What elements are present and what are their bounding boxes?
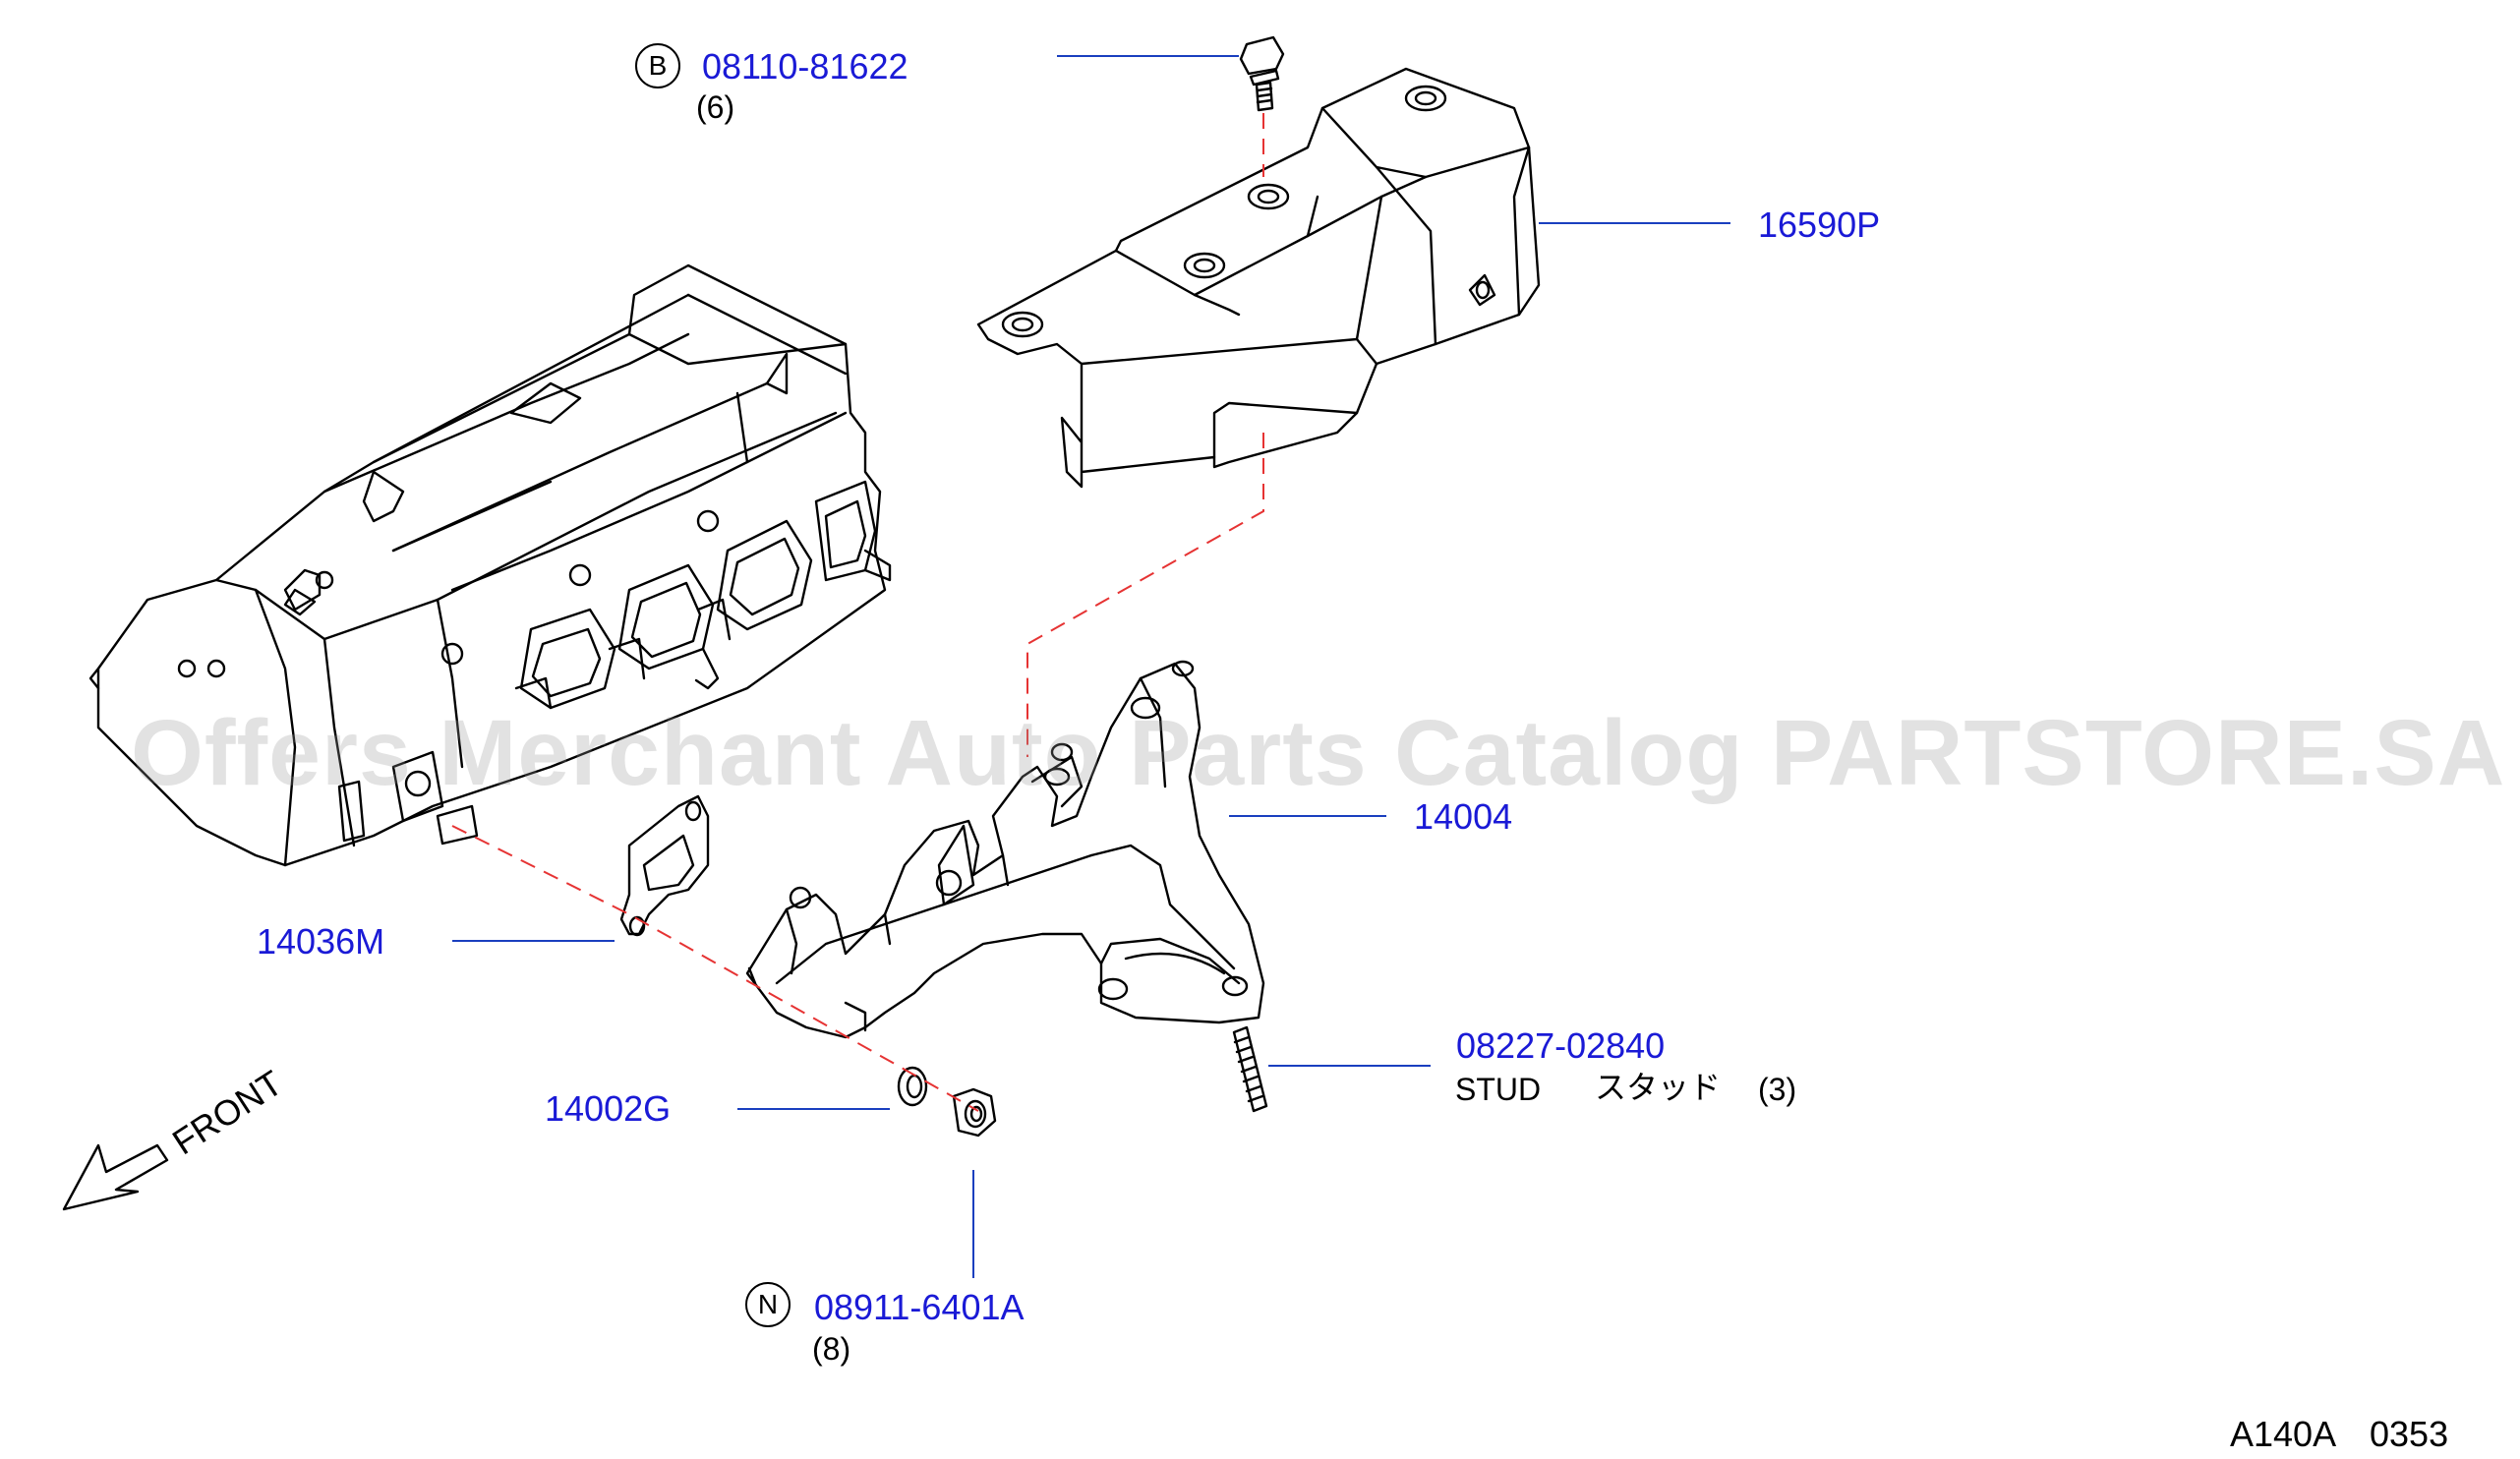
bolt-qty: (6)	[696, 89, 735, 125]
front-arrow-icon	[62, 1143, 169, 1211]
watermark-text: Offers Merchant Auto Parts Catalog PARTS…	[131, 701, 2506, 805]
assembly-dash-lines	[451, 113, 1264, 1112]
heat-insulator-part-link[interactable]: 16590P	[1758, 204, 1881, 245]
bolt-drawing	[1239, 35, 1285, 112]
cylinder-head-drawing	[88, 263, 892, 867]
stud-part-link[interactable]: 08227-02840	[1456, 1025, 1666, 1066]
stud-name-jp: スタッド	[1595, 1069, 1722, 1106]
nut-qty: (8)	[812, 1331, 851, 1367]
nut-drawing	[952, 1087, 997, 1138]
gasket-part-link[interactable]: 14036M	[257, 921, 385, 962]
nut-part-link[interactable]: 08911-6401A	[814, 1287, 1025, 1327]
stud-drawing	[1232, 1025, 1268, 1113]
diagram-ref-code: A140A	[2230, 1414, 2337, 1454]
leader-lines	[452, 55, 1730, 1278]
bolt-part-link[interactable]: 08110-81622	[702, 46, 908, 87]
nut-badge: N	[745, 1282, 791, 1327]
heat-insulator-drawing	[976, 67, 1541, 489]
gasket-drawing	[619, 794, 710, 937]
stud-name: STUD	[1455, 1072, 1542, 1107]
exhaust-manifold-drawing	[745, 660, 1265, 1039]
manifold-part-link[interactable]: 14004	[1414, 796, 1513, 837]
washer-part-link[interactable]: 14002G	[545, 1088, 672, 1129]
stud-qty: (3)	[1758, 1072, 1797, 1107]
bolt-badge: B	[635, 43, 680, 88]
diagram-seq-code: 0353	[2370, 1414, 2449, 1454]
